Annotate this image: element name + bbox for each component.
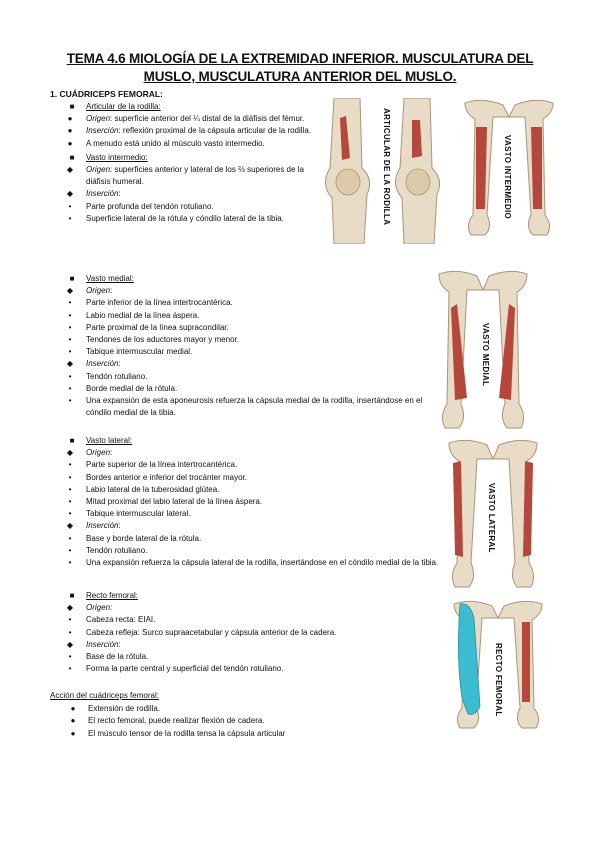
intermedio-heading: Vasto intermedio: [86, 152, 148, 162]
knee-anterior [325, 98, 371, 244]
figure-vasto-intermedio [463, 97, 555, 237]
accion-block: Acción del cuádriceps femoral: ●Extensió… [50, 690, 450, 740]
figure-vasto-lateral [447, 437, 539, 589]
figure-recto-femoral [452, 598, 544, 730]
label-vasto-intermedio: VASTO INTERMEDIO [503, 135, 512, 220]
label-vasto-lateral: VASTO LATERAL [487, 483, 496, 553]
label-vasto-medial: VASTO MEDIAL [481, 323, 490, 387]
accion-heading: Acción del cuádriceps femoral: [50, 691, 159, 700]
recto-block: ■Recto femoral: ◆Origen: •Cabeza recta: … [66, 591, 337, 674]
figure-vasto-medial [437, 268, 529, 430]
lateral-block: ■Vasto lateral: ◆Origen: •Parte superior… [66, 436, 439, 568]
page-title: TEMA 4.6 MIOLOGÍA DE LA EXTREMIDAD INFER… [66, 51, 534, 84]
articular-block: ■Articular de la rodilla: ●Origen: super… [66, 102, 312, 223]
label-recto-femoral: RECTO FEMORAL [494, 643, 503, 717]
articular-heading: Articular de la rodilla: [86, 102, 161, 111]
section-heading: 1. CUÁDRICEPS FEMORAL: [50, 89, 163, 99]
label-articular: ARTICULAR DE LA RODILLA [382, 108, 391, 226]
figure-articular-knee [312, 98, 462, 244]
medial-block: ■Vasto medial: ◆Origen: •Parte inferior … [66, 274, 423, 418]
knee-posterior [395, 98, 441, 244]
